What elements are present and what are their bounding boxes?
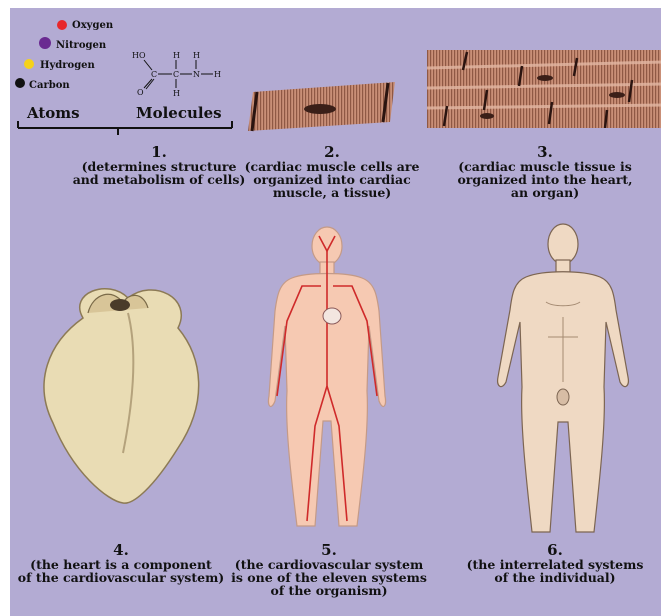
nitrogen-label: Nitrogen <box>56 40 106 51</box>
carbon-label: Carbon <box>29 80 70 91</box>
molecule-atom-h1: H <box>173 51 180 60</box>
cardiac-muscle-cell-image <box>245 76 395 136</box>
carbon-dot <box>15 78 25 88</box>
oxygen-dot <box>57 20 67 30</box>
level-1-label: 1. (determines structure and metabolism … <box>64 145 254 186</box>
molecule-atom-n: N <box>193 70 200 79</box>
level-6-line-2: of the individual) <box>494 570 615 585</box>
level-4-number: 4. <box>10 543 232 558</box>
figure-panel: Oxygen Nitrogen Hydrogen Carbon HO C O C… <box>10 8 661 616</box>
cardiovascular-system-image <box>247 226 407 536</box>
level-5-line-3: of the organism) <box>270 583 387 598</box>
level-3-label: 3. (cardiac muscle tissue is organized i… <box>440 145 650 199</box>
level-2-number: 2. <box>232 145 432 160</box>
level-6-number: 6. <box>460 543 650 558</box>
level-5-number: 5. <box>224 543 434 558</box>
human-individual-image <box>488 222 638 542</box>
molecule-atom-o: O <box>137 88 144 97</box>
hydrogen-label: Hydrogen <box>40 60 95 71</box>
level-1-number: 1. <box>64 145 254 160</box>
molecule-atom-ho: HO <box>132 51 146 60</box>
level-5-label: 5. (the cardiovascular system is one of … <box>224 543 434 597</box>
level-2-label: 2. (cardiac muscle cells are organized i… <box>232 145 432 199</box>
level-4-line-2: of the cardiovascular system) <box>18 570 224 585</box>
level-1-line-2: and metabolism of cells) <box>73 172 246 187</box>
hydrogen-dot <box>24 59 34 69</box>
cardiac-muscle-tissue-image <box>427 50 661 128</box>
molecule-atom-c2: C <box>173 70 179 79</box>
molecule-atom-h3: H <box>193 51 200 60</box>
molecule-atom-h4: H <box>214 70 221 79</box>
atoms-molecules-bracket <box>15 118 237 136</box>
nitrogen-dot <box>39 37 51 49</box>
molecule-structure: HO C O C H H N H H <box>124 46 234 106</box>
heart-organ-image <box>28 273 203 508</box>
level-4-label: 4. (the heart is a component of the card… <box>10 543 232 584</box>
level-3-number: 3. <box>440 145 650 160</box>
molecule-atom-c1: C <box>151 70 157 79</box>
level-2-line-3: muscle, a tissue) <box>273 185 391 200</box>
oxygen-label: Oxygen <box>72 20 113 31</box>
level-3-line-3: an organ) <box>511 185 579 200</box>
molecule-atom-h2: H <box>173 89 180 98</box>
level-6-label: 6. (the interrelated systems of the indi… <box>460 543 650 584</box>
